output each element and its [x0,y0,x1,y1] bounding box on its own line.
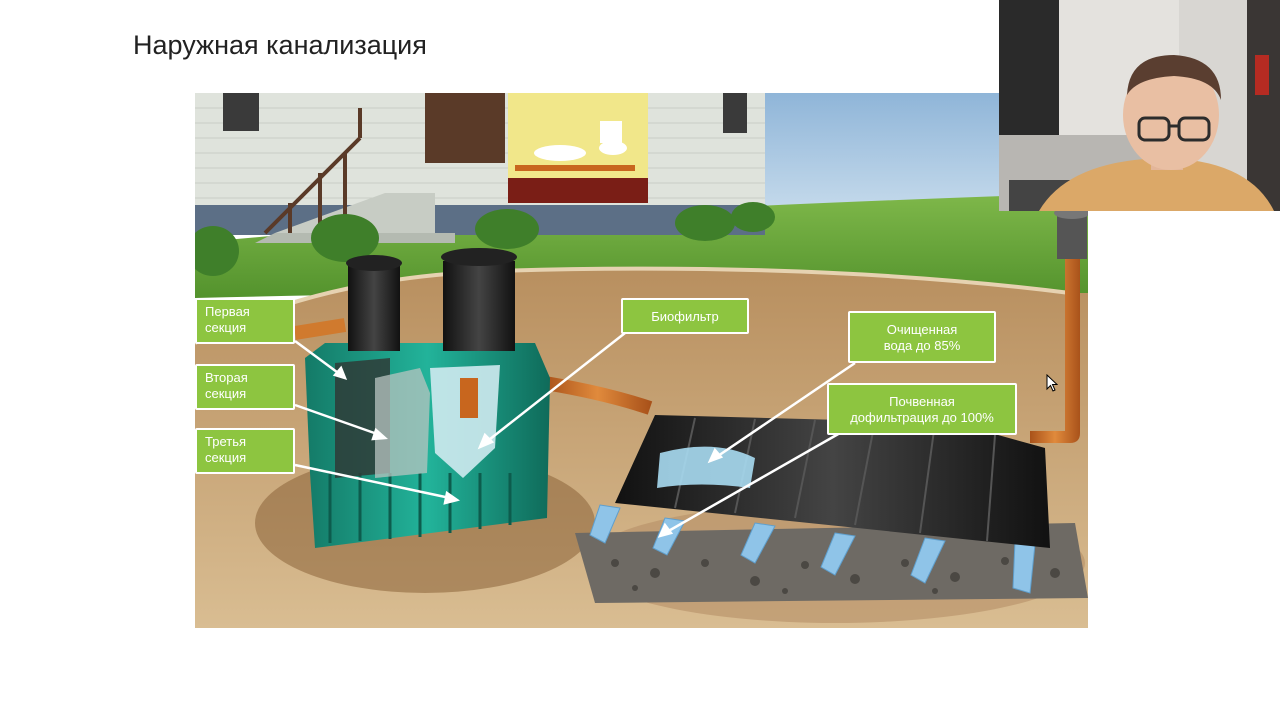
label-soil-filtration: Почвенная дофильтрация до 100% [827,383,1017,435]
label-soil-filtration-text: Почвенная дофильтрация до 100% [850,394,994,425]
label-purified-water-text: Очищенная вода до 85% [883,322,961,353]
label-purified-water: Очищенная вода до 85% [848,311,996,363]
septic-tank [305,248,550,548]
label-first-section: Первая секция [195,298,295,344]
inlet-pipe [293,318,347,340]
label-third-section-text: Третья секция [205,434,247,465]
label-second-section-text: Вторая секция [205,370,248,401]
slide-title: Наружная канализация [133,30,427,60]
mouse-cursor-icon [1046,374,1058,392]
filtration-tunnel [615,415,1050,548]
label-first-section-text: Первая секция [205,304,250,335]
label-biofilter: Биофильтр [621,298,749,334]
label-second-section: Вторая секция [195,364,295,410]
septic-system-diagram: Первая секция Вторая секция Третья секци… [195,93,1088,628]
house [195,93,765,243]
presenter-webcam [999,0,1280,211]
label-biofilter-text: Биофильтр [651,309,719,324]
pointer-arrows [294,332,856,538]
bushes [195,202,775,276]
infiltration-arrows [589,504,1036,594]
label-third-section: Третья секция [195,428,295,474]
presenter-video-icon [999,0,1280,211]
